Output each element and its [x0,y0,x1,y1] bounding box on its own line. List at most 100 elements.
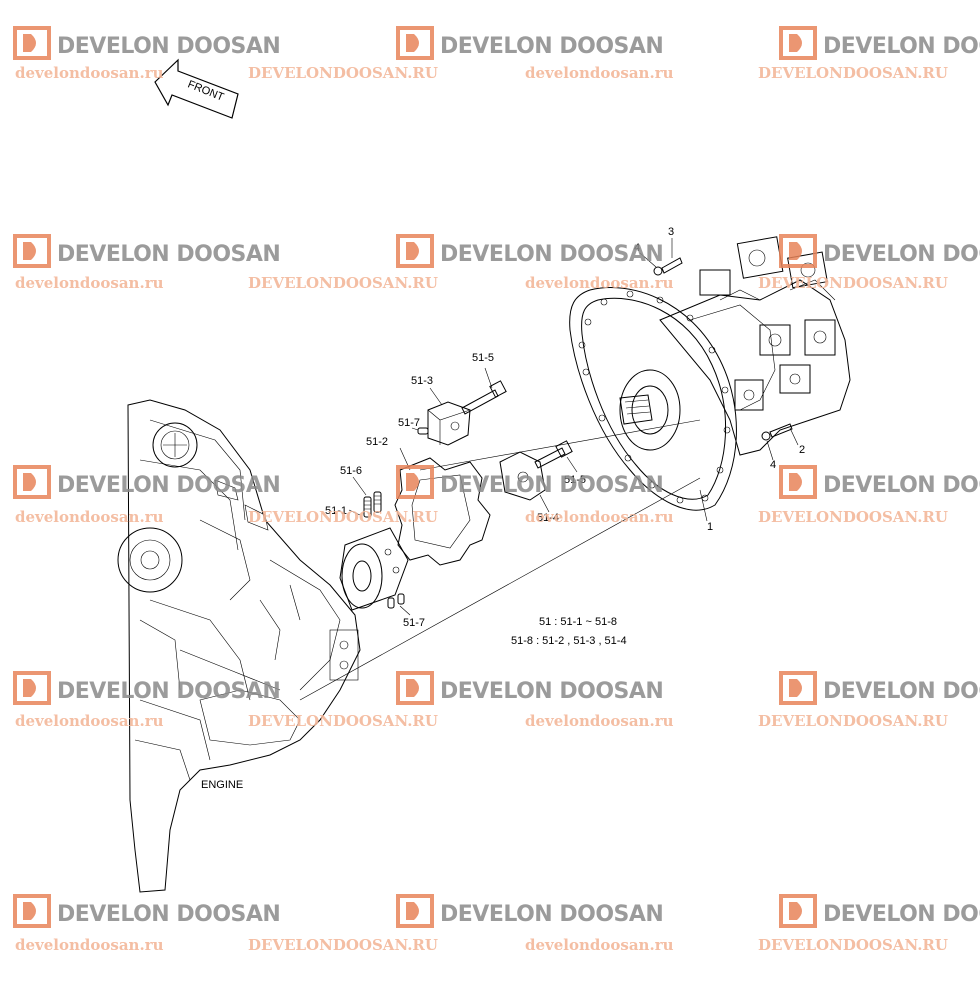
logo-icon-mark [789,34,802,52]
watermark-brand-text: DEVELON DOOSAN [57,679,280,704]
watermark-brand: DEVELON DOOSAN [779,671,980,705]
watermark-brand: DEVELON DOOSAN [779,26,980,60]
watermark-brand-text: DEVELON DOOSAN [57,34,280,59]
bolt-upper [461,380,507,415]
watermark-url: DEVELONDOOSAN.RU [248,274,438,292]
watermark-url: DEVELONDOOSAN.RU [758,274,948,292]
logo-icon [13,234,51,268]
watermark-url: DEVELONDOOSAN.RU [758,64,948,82]
watermark-brand-text: DEVELON DOOSAN [823,679,980,704]
watermark-brand-text: DEVELON DOOSAN [57,473,280,498]
watermark-brand-text: DEVELON DOOSAN [823,242,980,267]
watermark-url: develondoosan.ru [15,64,164,82]
part-label: 51-7 [398,417,420,429]
logo-icon [396,894,434,928]
alignment-line [299,477,701,701]
logo-icon [13,671,51,705]
part-label: 51-5 [564,474,586,486]
pin-upper [417,427,429,435]
logo-icon [779,894,817,928]
logo-icon-mark [23,679,36,697]
part-label: 51-4 [537,512,559,524]
watermark-url: develondoosan.ru [525,64,674,82]
watermark-url: develondoosan.ru [525,508,674,526]
logo-icon [13,465,51,499]
logo-icon-mark [406,473,419,491]
watermark-brand: DEVELON DOOSAN [779,234,980,268]
logo-icon-mark [406,242,419,260]
part-label: 4 [770,459,776,471]
watermark-brand-text: DEVELON DOOSAN [440,34,663,59]
watermark-url: DEVELONDOOSAN.RU [248,936,438,954]
part-label: 3 [668,226,674,238]
watermark-url: DEVELONDOOSAN.RU [758,508,948,526]
logo-icon [396,26,434,60]
watermark-url: DEVELONDOOSAN.RU [758,936,948,954]
bolt-lower [534,440,573,469]
watermark-brand-text: DEVELON DOOSAN [823,473,980,498]
watermark-brand: DEVELON DOOSAN [396,26,664,60]
logo-icon [396,234,434,268]
logo-icon-mark [406,679,419,697]
part-label: 51-6 [340,465,362,477]
logo-icon-mark [23,242,36,260]
logo-icon [779,671,817,705]
logo-icon [779,465,817,499]
watermark-brand: DEVELON DOOSAN [396,671,664,705]
watermark-brand: DEVELON DOOSAN [396,234,664,268]
watermark-brand-text: DEVELON DOOSAN [57,242,280,267]
part-labels: 1234451-151-251-351-451-551-551-651-751-… [325,226,805,629]
logo-icon-mark [789,902,802,920]
bolt-2 [761,423,793,441]
watermark-brand: DEVELON DOOSAN [13,671,281,705]
assembly-notes: 51 : 51-1 ~ 51-851-8 : 51-2 , 51-3 , 51-… [511,616,627,647]
part-label: 51-3 [411,375,433,387]
watermark-brand-text: DEVELON DOOSAN [440,473,663,498]
front-arrow: FRONT [154,58,239,119]
watermark-brand: DEVELON DOOSAN [396,894,664,928]
note-line: 51 : 51-1 ~ 51-8 [539,616,617,628]
watermark-url: develondoosan.ru [525,274,674,292]
logo-icon-mark [23,34,36,52]
watermark-brand: DEVELON DOOSAN [13,234,281,268]
watermark-brand-text: DEVELON DOOSAN [440,679,663,704]
watermark-url: develondoosan.ru [15,712,164,730]
logo-icon [779,234,817,268]
logo-icon-mark [406,34,419,52]
watermark-brand-text: DEVELON DOOSAN [57,902,280,927]
leader-lines [348,238,799,616]
watermark-url: develondoosan.ru [15,274,164,292]
part-label: 51-7 [403,617,425,629]
watermark-brand-text: DEVELON DOOSAN [823,34,980,59]
watermark-url: develondoosan.ru [525,936,674,954]
part-label: 51-2 [366,436,388,448]
coupling-hub [339,527,409,611]
logo-icon [13,894,51,928]
main-pump [569,236,851,511]
watermark-url: DEVELONDOOSAN.RU [758,712,948,730]
watermark-url: DEVELONDOOSAN.RU [248,508,438,526]
part-label: 2 [799,444,805,456]
watermarks: DEVELON DOOSAN DEVELON DOOSAN DEVELON DOOS… [13,26,980,954]
watermark-url: develondoosan.ru [15,936,164,954]
logo-icon-mark [789,242,802,260]
part-label: 51-1 [325,505,347,517]
part-label: 1 [707,521,713,533]
logo-icon-mark [406,902,419,920]
logo-icon-mark [789,679,802,697]
logo-icon [396,671,434,705]
watermark-brand: DEVELON DOOSAN [396,465,664,499]
watermark-brand: DEVELON DOOSAN [779,894,980,928]
watermark-brand-text: DEVELON DOOSAN [823,902,980,927]
logo-icon [779,26,817,60]
watermark-url: develondoosan.ru [525,712,674,730]
engine-drawing [117,399,361,893]
flange-insert [499,451,546,501]
watermark-url: DEVELONDOOSAN.RU [248,712,438,730]
watermark-brand: DEVELON DOOSAN [13,26,281,60]
logo-icon-mark [789,473,802,491]
logo-icon [396,465,434,499]
insert-block [427,401,471,446]
